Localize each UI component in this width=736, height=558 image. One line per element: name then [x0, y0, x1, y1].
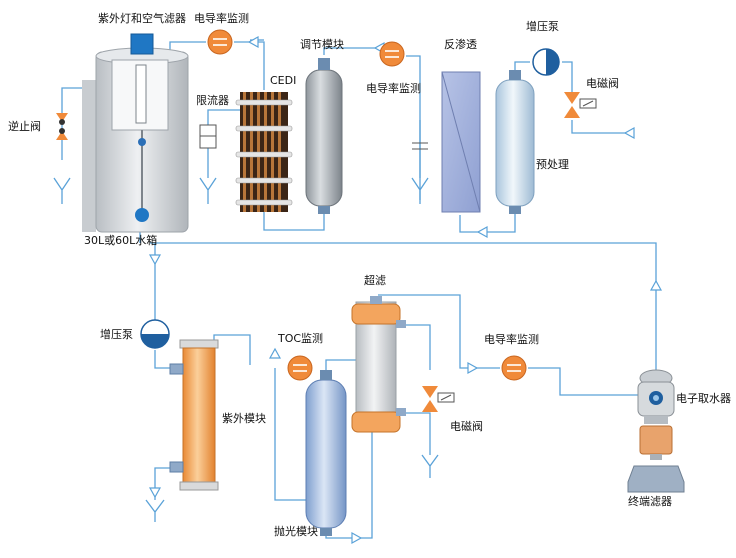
- reverse-osmosis-module: [412, 71, 481, 213]
- solenoid-valve-icon: [564, 92, 597, 118]
- solenoid-valve-bottom-label: 电磁阀: [450, 420, 483, 433]
- ultrafiltration-label: 超滤: [364, 274, 386, 287]
- uv-module: [169, 339, 219, 491]
- booster-pump-top-label: 增压泵: [526, 20, 559, 33]
- toc-monitor-label: TOC监测: [278, 332, 324, 345]
- ultrafiltration-module: [351, 296, 406, 433]
- conductivity-monitor-bottom-label: 电导率监测: [484, 333, 539, 346]
- uv-lamp-icon: [130, 33, 154, 55]
- conductivity-monitor-mid-label: 电导率监测: [366, 82, 421, 95]
- toc-meter-icon: [287, 355, 313, 381]
- terminal-filter: [627, 425, 685, 493]
- flow-limiter-icon: [199, 124, 217, 149]
- water-tank: [82, 33, 189, 233]
- booster-pump-bottom-label: 增压泵: [100, 328, 133, 341]
- booster-pump-icon: [140, 319, 170, 349]
- flow-limiter-label: 限流器: [196, 94, 229, 107]
- check-valve-label: 逆止阀: [8, 120, 41, 133]
- pretreatment-module: [495, 70, 535, 214]
- solenoid-valve-icon: [422, 386, 455, 412]
- electronic-dispenser-label: 电子取水器: [676, 392, 731, 405]
- regulating-module: [305, 58, 343, 214]
- terminal-filter-label: 终端滤器: [628, 495, 672, 508]
- uv-module-label: 紫外模块: [222, 412, 266, 425]
- conductivity-meter-icon: [207, 29, 233, 55]
- booster-pump-icon: [532, 48, 560, 76]
- water-tank-label: 30L或60L水箱: [84, 234, 158, 247]
- cedi-label: CEDI: [270, 74, 297, 87]
- check-valve-icon: [56, 113, 68, 140]
- solenoid-valve-top-label: 电磁阀: [586, 77, 619, 90]
- conductivity-monitor-top-label: 电导率监测: [194, 12, 249, 25]
- pretreatment-label: 预处理: [536, 158, 569, 171]
- reverse-osmosis-label: 反渗透: [444, 38, 477, 51]
- conductivity-meter-icon: [501, 355, 527, 381]
- electronic-dispenser: [637, 369, 675, 424]
- polishing-module-label: 抛光模块: [274, 525, 318, 538]
- polishing-module: [305, 370, 347, 536]
- cedi-module: [235, 92, 293, 212]
- flow-arrows: [148, 35, 663, 545]
- uv-air-filter-label: 紫外灯和空气滤器: [98, 12, 186, 25]
- regulating-module-label: 调节模块: [300, 38, 344, 51]
- conductivity-meter-icon: [379, 41, 405, 67]
- drain-icon: [53, 177, 439, 522]
